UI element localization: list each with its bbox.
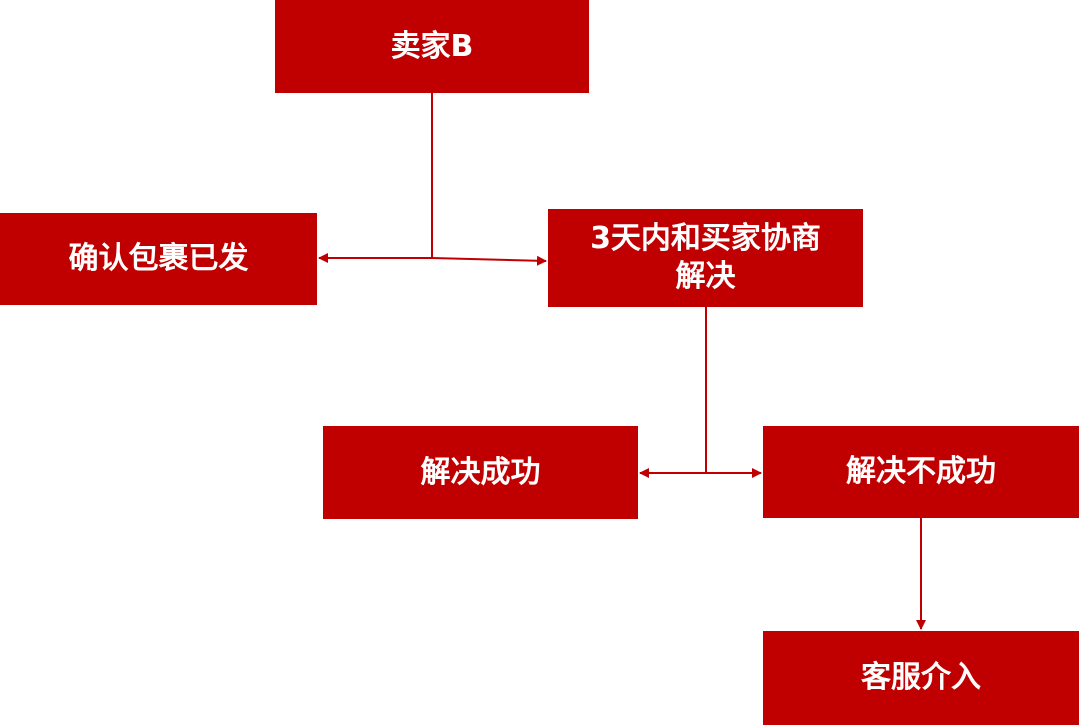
node-negotiate-with-buyer: 3天内和买家协商 解决 [548,209,863,307]
node-resolved: 解决成功 [323,426,638,519]
arrow-to-negotiate [431,255,547,266]
node-confirm-shipped: 确认包裹已发 [0,213,317,305]
node-not-resolved: 解决不成功 [763,426,1079,518]
node-seller-b: 卖家B [275,0,589,93]
node-customer-service: 客服介入 [763,631,1079,725]
